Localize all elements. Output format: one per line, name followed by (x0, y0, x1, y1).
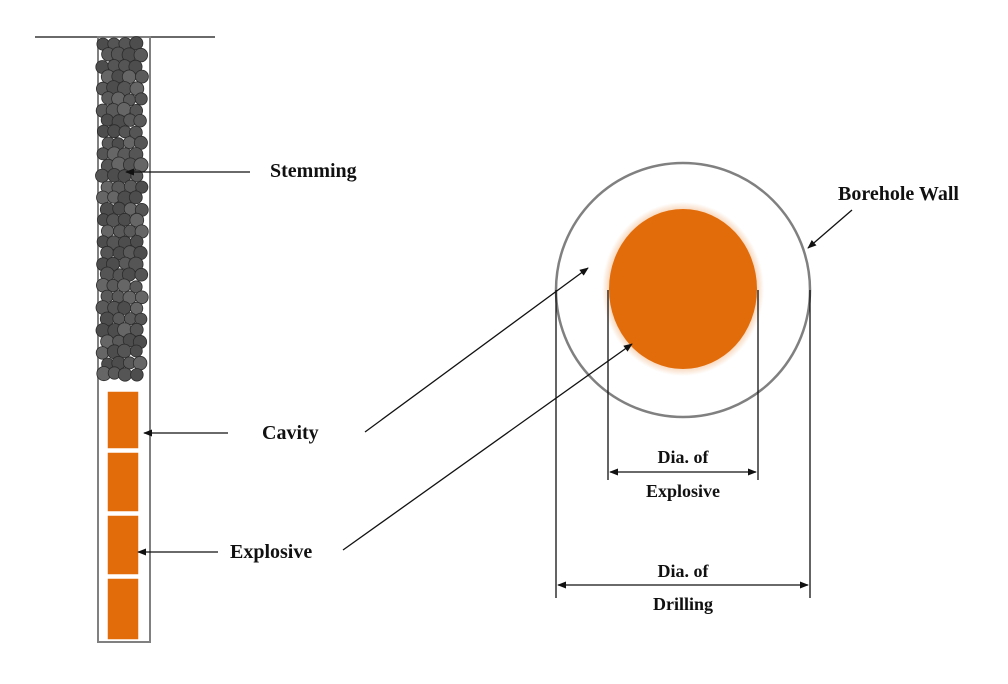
stemming-pebble (134, 92, 148, 106)
explosive-label: Explosive (230, 541, 312, 563)
explosive-charge-circle (609, 209, 757, 369)
stemming-pebble (117, 212, 132, 227)
explosive-pointer-line (342, 343, 633, 551)
stemming-pebble (135, 180, 149, 194)
stemming-pebble (128, 190, 143, 205)
stemming-pebble (95, 346, 110, 360)
stemming-pebble (95, 168, 110, 183)
borehole-wall-label: Borehole Wall (838, 183, 959, 205)
stemming-label: Stemming (270, 160, 357, 182)
explosive-cartridge (106, 577, 140, 641)
explosive-cartridge (106, 390, 140, 450)
stemming-fill (95, 36, 149, 382)
stemming-pebble (128, 59, 143, 74)
explosive-cartridge (106, 451, 140, 513)
stemming-pebble (130, 368, 144, 382)
borehole-wall-arrow (807, 209, 853, 249)
explosive-cartridges (106, 390, 140, 641)
cavity-pointer-line (364, 267, 589, 433)
stemming-pebble (117, 278, 132, 293)
stemming-pebble (117, 343, 132, 359)
dia-drilling-label-line2: Drilling (653, 594, 713, 614)
stemming-pebble (129, 344, 143, 358)
stemming-pebble (129, 280, 143, 294)
stemming-pebble (117, 367, 133, 382)
explosive-cartridge (106, 514, 140, 576)
stemming-pebble (132, 355, 148, 371)
stemming-pebble (123, 224, 137, 238)
stemming-pebble (135, 290, 149, 305)
borehole-column (95, 36, 151, 643)
dia-explosive-label-line2: Explosive (646, 481, 720, 501)
stemming-pebble (133, 47, 149, 63)
stemming-pebble (129, 36, 144, 51)
dia-explosive-label-line1: Dia. of (658, 447, 710, 467)
stemming-pebble (134, 69, 149, 84)
cavity-label: Cavity (262, 422, 319, 444)
stemming-pebble (134, 267, 149, 282)
stemming-pebble (100, 113, 114, 127)
stemming-pebble (122, 136, 136, 150)
dia-drilling-label-line1: Dia. of (658, 561, 710, 581)
stemming-pebble (133, 113, 147, 128)
borehole-cross-section (554, 161, 812, 419)
